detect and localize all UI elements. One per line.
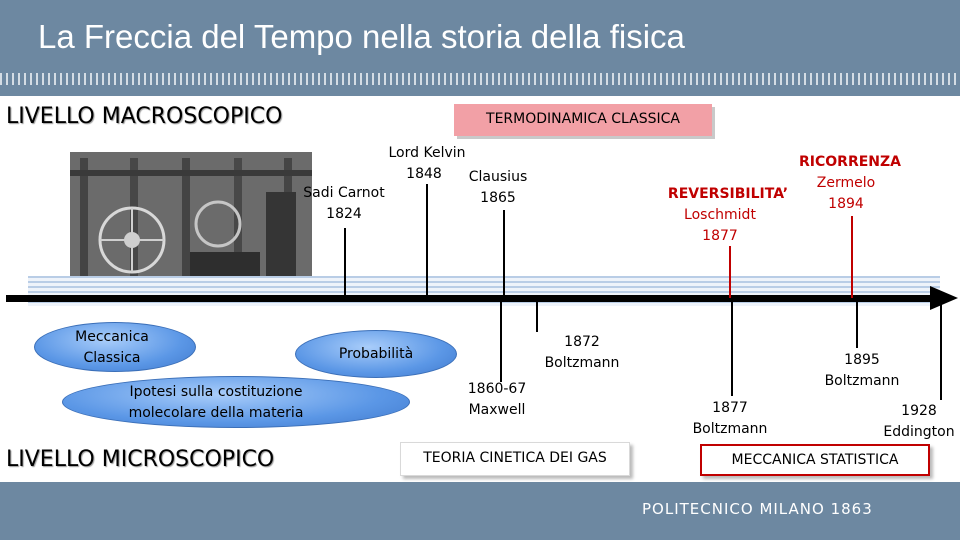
loschmidt-year: 1877 [702,228,738,244]
tick-maxwell [500,300,502,382]
probability-ellipse: Probabilità [295,330,457,378]
boltzmann-1872-year: 1872 [564,334,600,350]
boltzmann-1872-label: 1872 Boltzmann [536,332,628,374]
classical-mechanics-line-1: Meccanica [75,329,149,345]
timeline-axis [6,295,934,302]
eddington-label: 1928 Eddington [874,401,960,443]
maxwell-name: Maxwell [468,402,526,418]
tick-boltzmann-1872 [536,300,538,332]
carnot-label: Sadi Carnot 1824 [298,183,390,225]
zermelo-year: 1894 [828,196,864,212]
boltzmann-1895-year: 1895 [844,352,880,368]
tick-boltzmann-1877 [731,300,733,396]
classical-mechanics-ellipse: Meccanica Classica [34,322,196,372]
molecular-hypothesis-line-2: molecolare della materia [128,405,304,421]
zermelo-name: Zermelo [816,175,876,191]
timeline-arrowhead [930,286,958,310]
kinetic-theory-box: TEORIA CINETICA DEI GAS [400,442,630,476]
classical-mechanics-line-2: Classica [83,350,141,366]
clausius-label: Clausius 1865 [456,167,540,209]
eddington-name: Eddington [883,424,955,440]
thermo-box: TERMODINAMICA CLASSICA [454,104,715,139]
boltzmann-1877-label: 1877 Boltzmann [684,398,776,440]
carnot-name: Sadi Carnot [303,185,385,201]
statistical-mechanics-box: MECCANICA STATISTICA [700,444,930,476]
tick-boltzmann-1895 [856,300,858,348]
eddington-year: 1928 [901,403,937,419]
industrial-engraving-image [70,152,312,296]
zermelo-title: RICORRENZA [799,154,901,170]
tick-kelvin [426,184,428,298]
carnot-year: 1824 [326,206,362,222]
tick-clausius [503,210,505,298]
boltzmann-1895-label: 1895 Boltzmann [816,350,908,392]
tick-carnot [344,228,346,298]
maxwell-year: 1860-67 [467,381,527,397]
maxwell-label: 1860-67 Maxwell [452,379,542,421]
clausius-name: Clausius [468,169,528,185]
tick-zermelo [851,216,853,298]
loschmidt-name: Loschmidt [684,207,756,223]
page-title: La Freccia del Tempo nella storia della … [38,18,685,55]
zermelo-label: RICORRENZA Zermelo 1894 [790,152,910,215]
boltzmann-1877-year: 1877 [712,400,748,416]
loschmidt-title: REVERSIBILITA’ [667,186,789,202]
micro-level-label: LIVELLO MICROSCOPICO [6,447,275,472]
clausius-year: 1865 [480,190,516,206]
boltzmann-1877-name: Boltzmann [692,421,768,437]
header-dotted-rule [0,73,960,85]
kelvin-year: 1848 [406,166,442,182]
macro-level-label: LIVELLO MACROSCOPICO [6,104,283,129]
boltzmann-1895-name: Boltzmann [824,373,900,389]
molecular-hypothesis-line-1: Ipotesi sulla costituzione [129,384,303,400]
footer-bar [0,482,960,540]
kelvin-label: Lord Kelvin 1848 [380,143,474,185]
tick-loschmidt [729,246,731,298]
tick-eddington [940,300,942,400]
molecular-hypothesis-ellipse: Ipotesi sulla costituzione molecolare de… [62,376,410,428]
kelvin-name: Lord Kelvin [388,145,466,161]
footer-logo-text: POLITECNICO MILANO 1863 [642,500,873,518]
loschmidt-label: REVERSIBILITA’ Loschmidt 1877 [665,184,791,247]
boltzmann-1872-name: Boltzmann [544,355,620,371]
